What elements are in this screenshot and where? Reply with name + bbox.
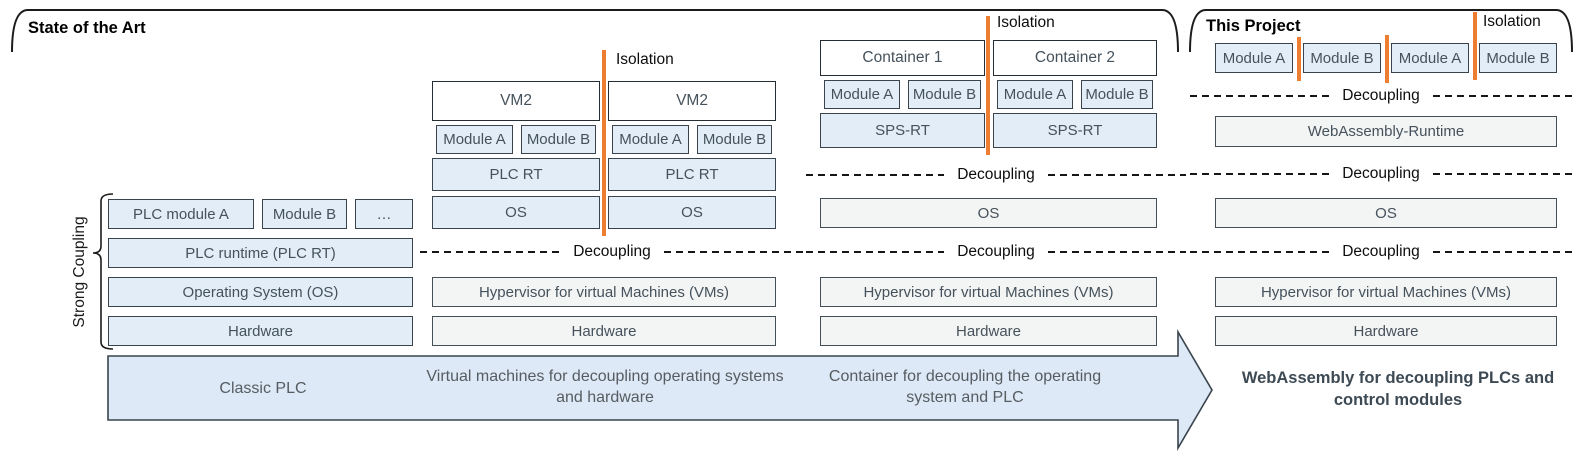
container-decoupling-row-2: Decoupling [806, 241, 1186, 263]
dash-line [1432, 251, 1572, 253]
project-os-box: OS [1215, 198, 1557, 228]
container1-module-b-box: Module B [908, 80, 981, 109]
classic-module-b-box: Module B [262, 199, 347, 229]
classic-plc-module-a-box: PLC module A [108, 199, 254, 229]
vm1-os-box: OS [432, 196, 600, 229]
state-of-the-art-title: State of the Art [28, 19, 146, 37]
decoupling-label: Decoupling [1342, 165, 1420, 182]
container-decoupling-row-1: Decoupling [806, 164, 1186, 186]
dash-line [1047, 251, 1186, 253]
vm1-module-b-box: Module B [521, 125, 596, 154]
decoupling-label: Decoupling [957, 166, 1035, 183]
vm-decoupling-row: Decoupling [420, 241, 804, 263]
strong-coupling-axis-label: Strong Coupling [71, 216, 88, 328]
arrow-caption-vms: Virtual machines for decoupling operatin… [426, 368, 784, 406]
project-isolation-line-3 [1473, 12, 1477, 80]
dash-line [420, 251, 561, 253]
classic-more-modules-box: … [355, 199, 413, 229]
container-isolation-line [986, 16, 990, 155]
container-isolation-label: Isolation [997, 14, 1055, 31]
decoupling-label: Decoupling [957, 243, 1035, 260]
container2-title-box: Container 2 [993, 40, 1157, 76]
vm2-module-b-box: Module B [697, 125, 772, 154]
project-hypervisor-box: Hypervisor for virtual Machines (VMs) [1215, 277, 1557, 307]
container-hypervisor-box: Hypervisor for virtual Machines (VMs) [820, 277, 1157, 307]
vm-hypervisor-box: Hypervisor for virtual Machines (VMs) [432, 277, 776, 307]
container1-sps-rt-box: SPS-RT [820, 113, 985, 148]
dash-line [1047, 174, 1186, 176]
project-isolation-line-2 [1385, 35, 1389, 83]
project-decoupling-row-2: Decoupling [1190, 163, 1572, 185]
container-os-box: OS [820, 198, 1157, 228]
vm1-title-box: VM2 [432, 81, 600, 121]
vm2-module-a-box: Module A [612, 125, 689, 154]
dash-line [1190, 251, 1330, 253]
vm1-plc-rt-box: PLC RT [432, 158, 600, 191]
state-of-the-art-bracket [11, 9, 1179, 53]
container1-module-a-box: Module A [824, 80, 900, 109]
container1-title-box: Container 1 [820, 40, 985, 76]
decoupling-label: Decoupling [573, 243, 651, 260]
vm-isolation-label: Isolation [616, 51, 674, 68]
project-wasm-runtime-box: WebAssembly-Runtime [1215, 116, 1557, 147]
dash-line [806, 174, 945, 176]
decoupling-label: Decoupling [1342, 243, 1420, 260]
vm2-title-box: VM2 [608, 81, 776, 121]
project-decoupling-row-1: Decoupling [1190, 85, 1572, 107]
container2-sps-rt-box: SPS-RT [993, 113, 1157, 148]
classic-os-box: Operating System (OS) [108, 277, 413, 307]
vm2-os-box: OS [608, 196, 776, 229]
dash-line [1432, 173, 1572, 175]
project-module-b1-box: Module B [1303, 43, 1381, 73]
project-hardware-box: Hardware [1215, 316, 1557, 346]
decoupling-label: Decoupling [1342, 87, 1420, 104]
vm-isolation-line [602, 50, 606, 236]
classic-hardware-box: Hardware [108, 316, 413, 346]
dash-line [1432, 95, 1572, 97]
arrow-caption-containers: Container for decoupling the operating s… [828, 368, 1102, 406]
vm1-module-a-box: Module A [436, 125, 513, 154]
project-module-a2-box: Module A [1391, 43, 1469, 73]
project-isolation-line-1 [1297, 37, 1301, 81]
dash-line [806, 251, 945, 253]
vm-hardware-box: Hardware [432, 316, 776, 346]
classic-plc-runtime-box: PLC runtime (PLC RT) [108, 238, 413, 268]
project-decoupling-row-3: Decoupling [1190, 241, 1572, 263]
arrow-caption-classic: Classic PLC [219, 380, 307, 397]
container2-module-a-box: Module A [997, 80, 1073, 109]
this-project-title: This Project [1206, 17, 1301, 35]
container-hardware-box: Hardware [820, 316, 1157, 346]
project-isolation-label: Isolation [1483, 13, 1541, 30]
arrow-caption-project: WebAssembly for decoupling PLCs and cont… [1241, 369, 1555, 409]
dash-line [663, 251, 804, 253]
container2-module-b-box: Module B [1081, 80, 1153, 109]
this-project-bracket [1189, 9, 1573, 53]
vm2-plc-rt-box: PLC RT [608, 158, 776, 191]
strong-coupling-brace [92, 193, 114, 350]
project-module-b2-box: Module B [1479, 43, 1557, 73]
evolution-arrow [107, 329, 1213, 451]
project-module-a1-box: Module A [1215, 43, 1293, 73]
dash-line [1190, 95, 1330, 97]
dash-line [1190, 173, 1330, 175]
